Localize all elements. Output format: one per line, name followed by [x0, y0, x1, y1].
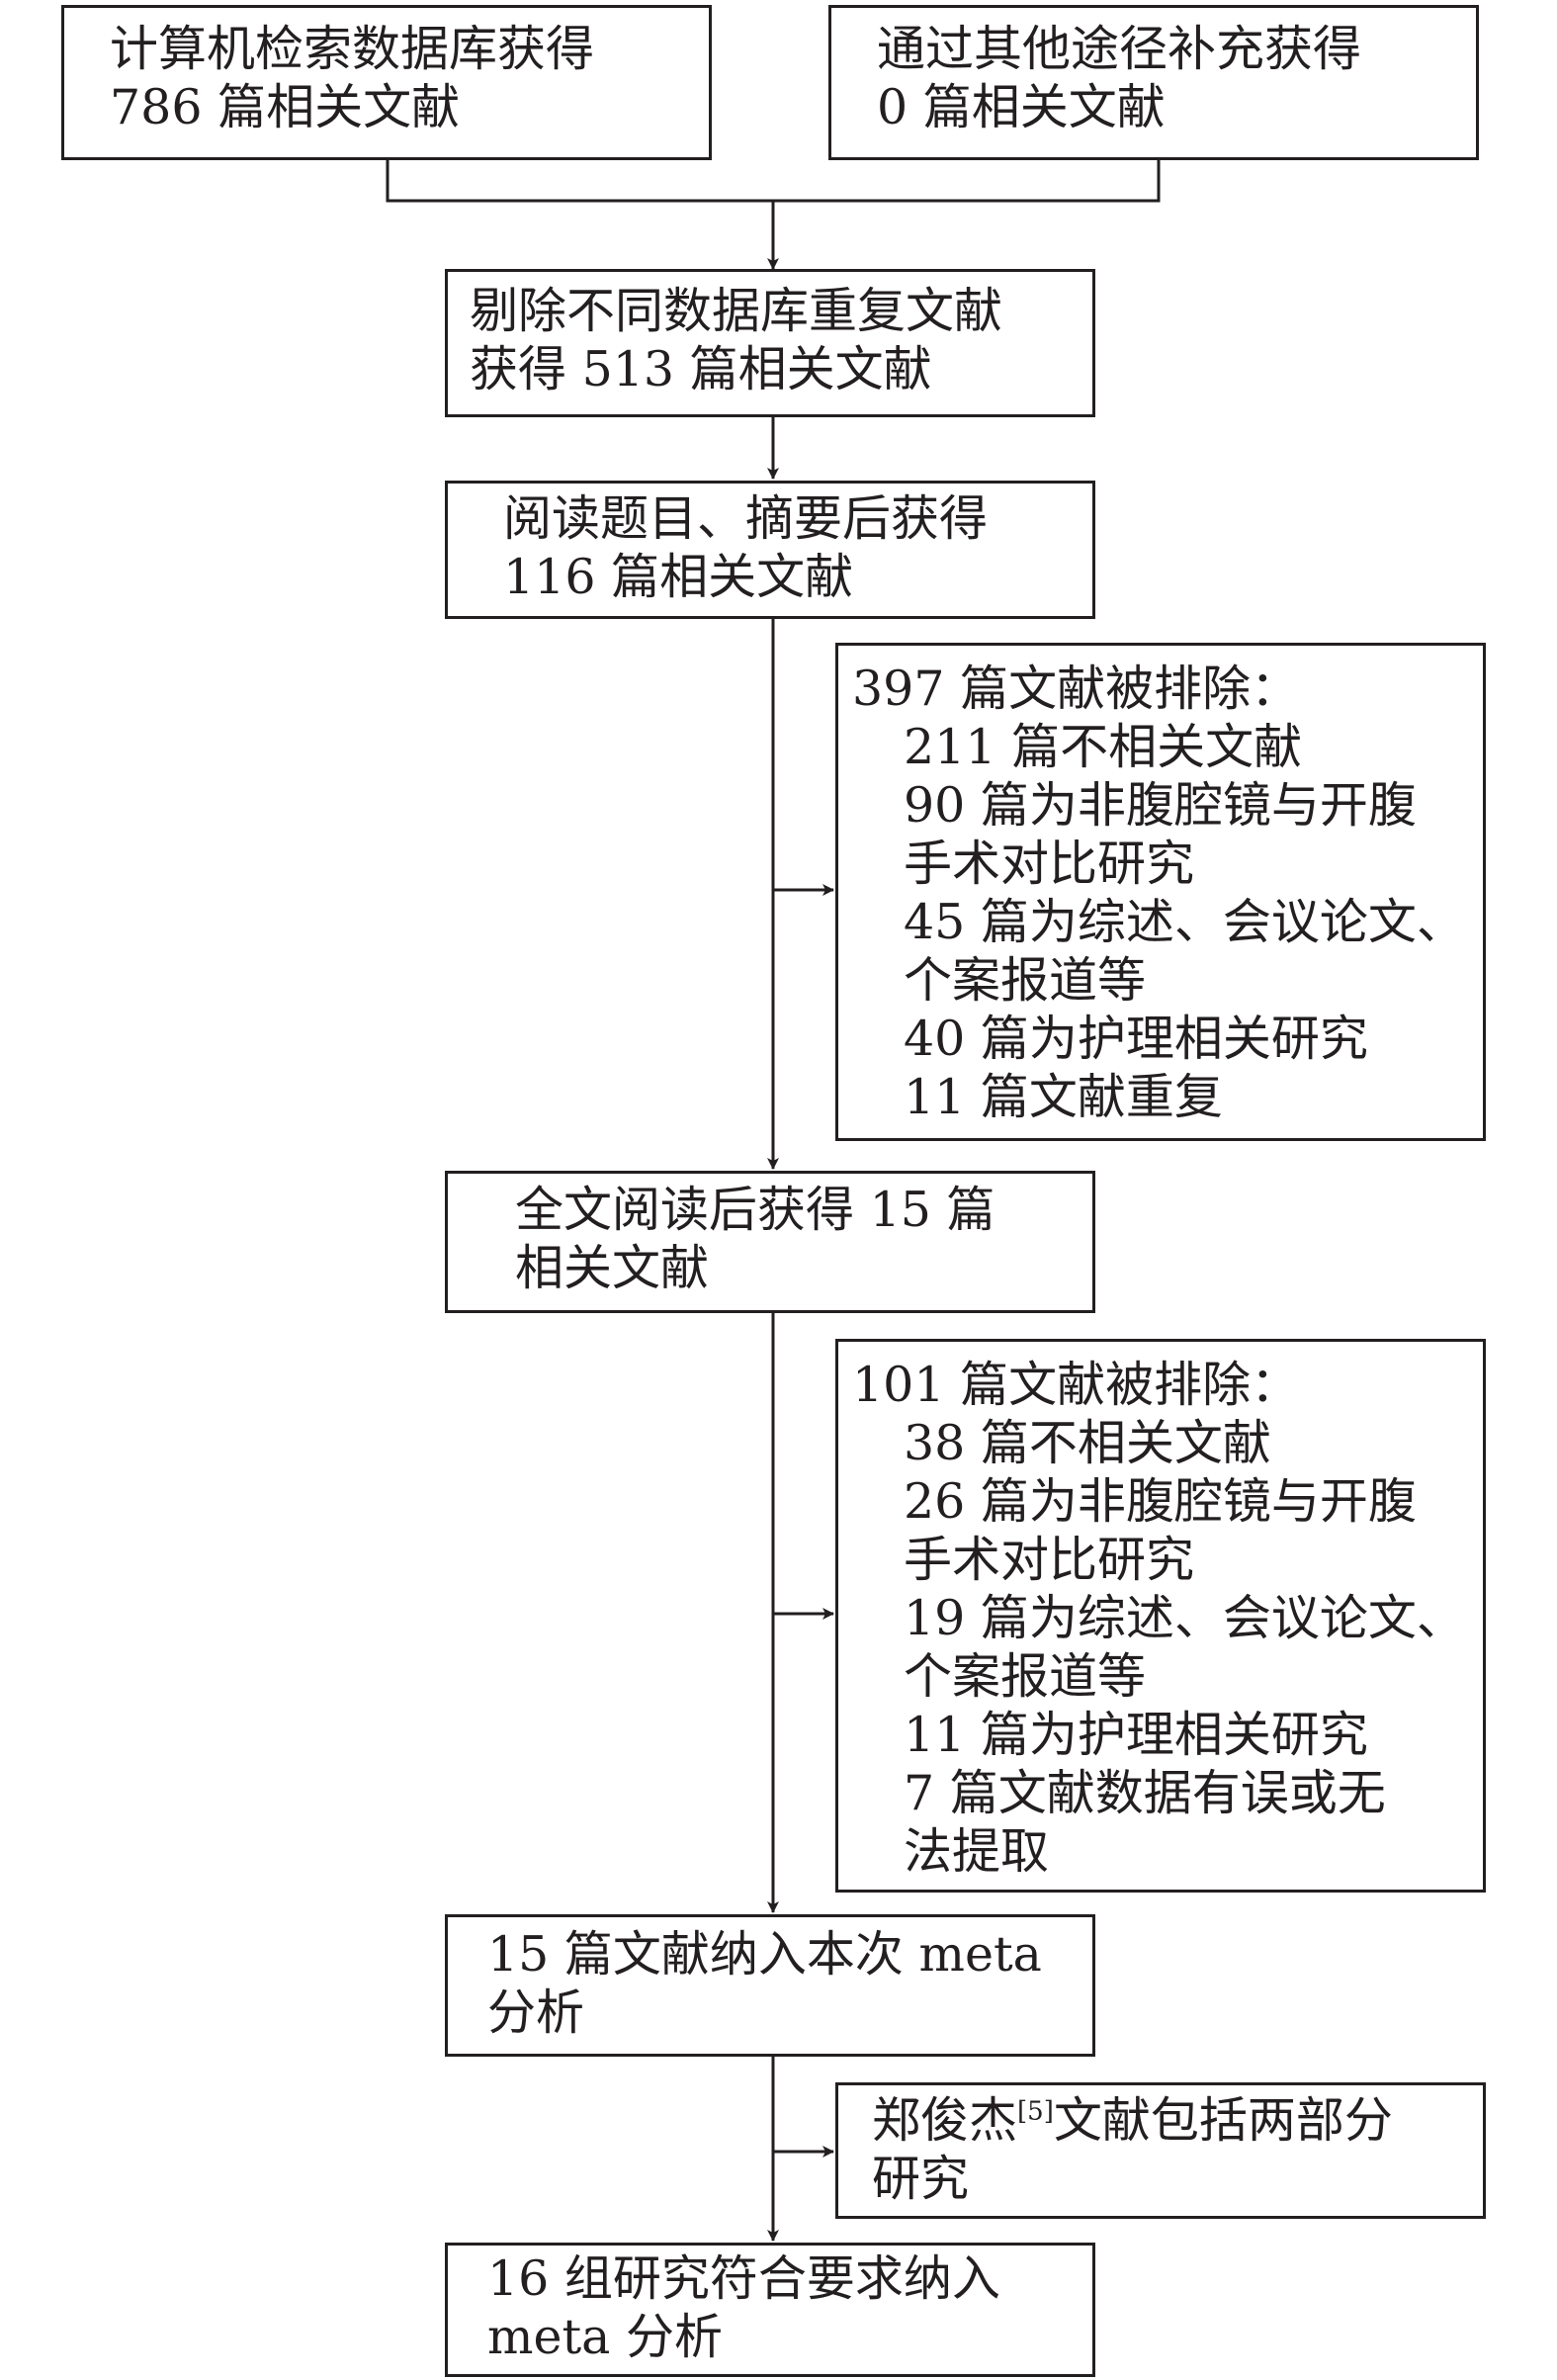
exclusion-2-item: 个案报道等	[904, 1648, 1147, 1705]
included-text-2: 分析	[487, 1984, 585, 2041]
exclusion-1-item: 90 篇为非腹腔镜与开腹	[904, 777, 1417, 834]
full-text-text-2: 相关文献	[515, 1240, 710, 1296]
search-database-box: 计算机检索数据库获得 786 篇相关文献	[61, 5, 712, 160]
exclusion-2-item: 11 篇为护理相关研究	[904, 1707, 1368, 1763]
title-abstract-text-2: 116 篇相关文献	[503, 549, 854, 605]
title-abstract-screening-box: 阅读题目、摘要后获得 116 篇相关文献	[445, 481, 1095, 619]
citation-reference: [5]	[1017, 2096, 1054, 2127]
full-text-review-box: 全文阅读后获得 15 篇 相关文献	[445, 1171, 1095, 1313]
other-sources-text-2: 0 篇相关文献	[877, 79, 1166, 135]
note-author: 郑俊杰	[872, 2092, 1018, 2149]
exclusion-2-item: 7 篇文献数据有误或无	[904, 1765, 1386, 1821]
exclusion-1-item: 11 篇文献重复	[904, 1069, 1223, 1125]
full-text-text-1: 全文阅读后获得 15 篇	[515, 1182, 995, 1238]
exclusion-2-item: 26 篇为非腹腔镜与开腹	[904, 1473, 1417, 1530]
note-description: 文献包括两部分	[1053, 2092, 1393, 2149]
note-text-1: 郑俊杰[5]文献包括两部分	[872, 2091, 1483, 2150]
final-inclusion-box: 16 组研究符合要求纳入 meta 分析	[445, 2243, 1095, 2377]
final-text-2: meta 分析	[487, 2309, 723, 2365]
exclusion-2-item: 19 篇为综述、会议论文、	[904, 1590, 1465, 1646]
exclusion-1-item: 手术对比研究	[904, 836, 1195, 892]
deduplication-text-1: 剔除不同数据库重复文献	[470, 283, 1003, 339]
note-box: 郑俊杰[5]文献包括两部分 研究	[835, 2082, 1486, 2219]
included-studies-box: 15 篇文献纳入本次 meta 分析	[445, 1914, 1095, 2057]
merge-line	[386, 160, 1161, 203]
exclusion-box-1: 397 篇文献被排除： 211 篇不相关文献 90 篇为非腹腔镜与开腹 手术对比…	[835, 643, 1486, 1141]
final-text-1: 16 组研究符合要求纳入	[487, 2250, 1000, 2307]
exclusion-1-item: 211 篇不相关文献	[904, 719, 1303, 775]
exclusion-1-item: 45 篇为综述、会议论文、	[904, 894, 1465, 950]
exclusion-2-heading: 101 篇文献被排除：	[852, 1357, 1300, 1413]
search-database-text-1: 计算机检索数据库获得	[110, 21, 595, 77]
included-text-1: 15 篇文献纳入本次 meta	[487, 1926, 1042, 1983]
exclusion-1-item: 个案报道等	[904, 952, 1147, 1009]
note-text-2: 研究	[872, 2151, 970, 2207]
title-abstract-text-1: 阅读题目、摘要后获得	[503, 490, 989, 547]
other-sources-text-1: 通过其他途径补充获得	[877, 21, 1362, 77]
exclusion-1-item: 40 篇为护理相关研究	[904, 1011, 1368, 1067]
other-sources-box: 通过其他途径补充获得 0 篇相关文献	[828, 5, 1479, 160]
exclusion-2-item: 法提取	[904, 1823, 1050, 1880]
exclusion-box-2: 101 篇文献被排除： 38 篇不相关文献 26 篇为非腹腔镜与开腹 手术对比研…	[835, 1339, 1486, 1893]
exclusion-2-item: 手术对比研究	[904, 1532, 1195, 1588]
search-database-text-2: 786 篇相关文献	[110, 79, 461, 135]
exclusion-2-item: 38 篇不相关文献	[904, 1415, 1271, 1471]
exclusion-1-heading: 397 篇文献被排除：	[852, 661, 1300, 717]
deduplication-box: 剔除不同数据库重复文献 获得 513 篇相关文献	[445, 269, 1095, 417]
deduplication-text-2: 获得 513 篇相关文献	[470, 341, 932, 397]
